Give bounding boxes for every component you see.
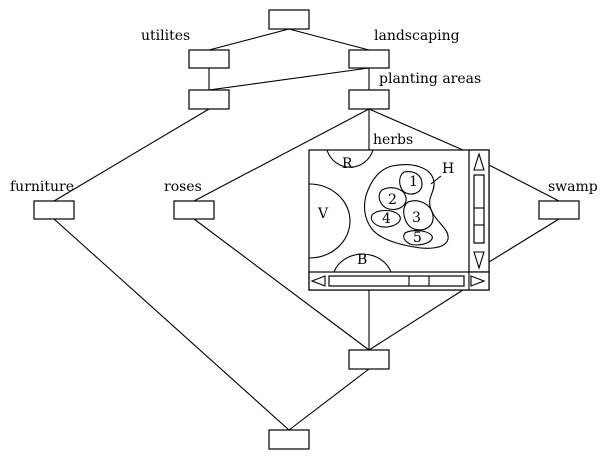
region-b-label: B	[357, 252, 367, 268]
edge-planting-roses	[193, 108, 370, 202]
plot-3-label: 3	[412, 210, 421, 226]
edge-root-landscaping	[288, 28, 370, 51]
region-r-outline	[326, 149, 374, 168]
edges	[53, 28, 560, 431]
region-h-pointer	[430, 175, 442, 185]
edge-roses-merge	[193, 218, 370, 351]
node-utilites[interactable]	[188, 49, 230, 69]
node-bottom[interactable]	[268, 429, 310, 450]
edge-child-furniture	[53, 108, 210, 202]
edge-landscaping-child	[208, 67, 370, 91]
plot-1-label: 1	[409, 174, 418, 190]
label-herbs: herbs	[373, 132, 413, 148]
plot-4-outline	[370, 209, 401, 228]
label-planting-areas: planting areas	[379, 71, 481, 87]
triangle-up-icon[interactable]	[473, 152, 485, 171]
herbs-map[interactable]: R V B H 1 2 3 4 5	[308, 149, 454, 273]
label-roses: roses	[164, 179, 202, 195]
edge-herbs-swamp-top	[488, 164, 560, 202]
horizontal-scrollbar-thumb[interactable]	[328, 275, 465, 287]
edge-herbs-merge-right	[368, 289, 464, 351]
region-v-outline	[308, 183, 351, 259]
plot-1-outline	[399, 171, 423, 195]
vertical-scrollbar-thumb[interactable]	[473, 174, 485, 244]
node-planting-areas[interactable]	[348, 89, 390, 110]
plot-4-label: 4	[382, 211, 391, 227]
edge-herbs-swamp-bottom	[488, 218, 560, 263]
region-b-outline	[333, 253, 392, 273]
edge-planting-swamp	[368, 108, 464, 151]
plot-2-label: 2	[388, 192, 397, 208]
node-merge[interactable]	[348, 349, 390, 370]
region-r-label: R	[342, 156, 353, 172]
node-utilites-child[interactable]	[188, 89, 230, 110]
plot-5-outline	[403, 230, 433, 246]
edge-merge-bottom	[288, 368, 370, 431]
edge-root-utilites	[208, 28, 290, 51]
label-swamp: swamp	[548, 179, 598, 195]
node-landscaping[interactable]	[348, 49, 390, 69]
node-roses[interactable]	[173, 200, 215, 220]
plot-5-label: 5	[413, 230, 422, 246]
triangle-left-icon[interactable]	[310, 275, 326, 287]
edge-furniture-bottom	[53, 218, 290, 431]
plot-3-outline	[403, 200, 434, 231]
triangle-down-icon[interactable]	[473, 251, 485, 270]
vertical-scrollbar[interactable]	[468, 149, 490, 273]
region-h-outline	[363, 164, 449, 249]
label-utilites: utilites	[141, 28, 190, 44]
herbs-window-frame	[308, 149, 490, 291]
herbs-window[interactable]: R V B H 1 2 3 4 5	[308, 149, 490, 291]
plot-2-outline	[378, 187, 407, 210]
triangle-right-icon[interactable]	[470, 275, 486, 287]
horizontal-scrollbar[interactable]	[308, 271, 490, 291]
node-furniture[interactable]	[33, 200, 75, 220]
node-swamp[interactable]	[538, 200, 580, 220]
node-root[interactable]	[268, 9, 310, 30]
region-v-label: V	[317, 206, 329, 222]
region-h-label: H	[442, 161, 454, 177]
label-furniture: furniture	[10, 179, 74, 195]
label-landscaping: landscaping	[374, 28, 460, 44]
